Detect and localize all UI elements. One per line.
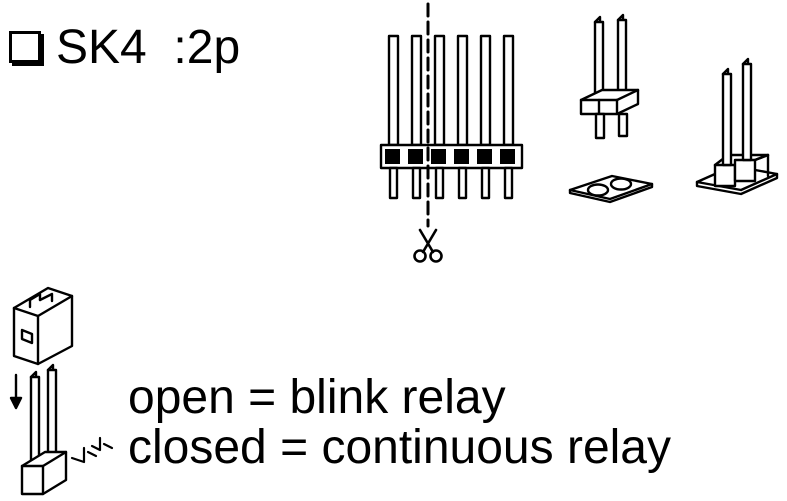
pin-header-2-icon <box>579 13 640 140</box>
scissors-icon <box>413 228 443 263</box>
ground-symbol-icon <box>70 436 114 464</box>
connector-label: SK4 <box>56 21 147 74</box>
mounted-header-icon <box>695 57 779 196</box>
insert-arrow-icon <box>9 373 23 410</box>
pin-count: 2p <box>186 21 241 74</box>
separator: : <box>173 21 187 74</box>
legend-closed: closed = continuous relay <box>128 421 671 474</box>
pcb-pad-icon <box>568 174 654 204</box>
checkbox-icon <box>9 31 41 63</box>
connector-heading: SK4 :2p <box>56 20 240 76</box>
pin-header-6-icon <box>379 34 524 200</box>
jumper-cap-icon <box>12 286 74 366</box>
jumper-pins-icon <box>20 363 68 496</box>
legend-open: open = blink relay <box>128 371 506 424</box>
